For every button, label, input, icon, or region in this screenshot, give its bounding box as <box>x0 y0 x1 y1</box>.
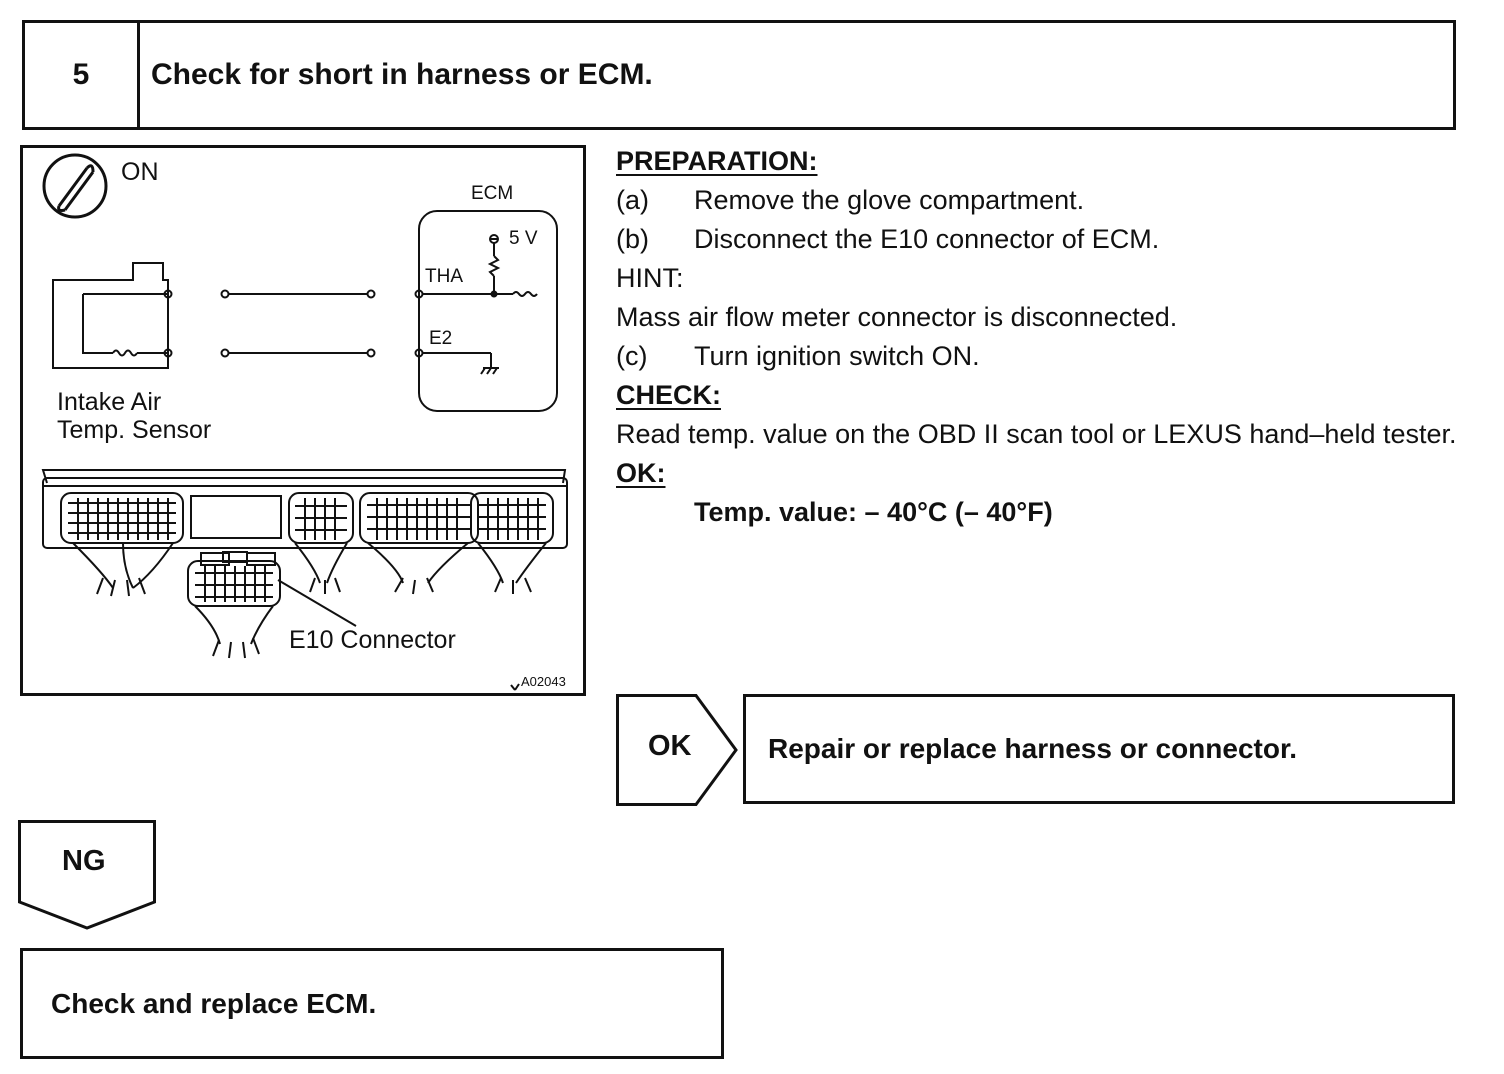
ecm-box <box>418 210 558 412</box>
ok-value: Temp. value: – 40°C (– 40°F) <box>694 497 1053 527</box>
ng-label: NG <box>62 845 106 877</box>
step-b-letter: (b) <box>616 224 649 254</box>
sensor-body <box>52 262 169 369</box>
sensor-label-line1: Intake Air <box>57 388 162 416</box>
check-text: Read temp. value on the OBD II scan tool… <box>616 419 1457 449</box>
ignition-state-label: ON <box>121 158 159 186</box>
e10-connector-label: E10 Connector <box>289 626 456 654</box>
ok-result-text: Repair or replace harness or connector. <box>768 733 1298 764</box>
ecm-label: ECM <box>471 183 514 204</box>
step-c: (c) Turn ignition switch ON. <box>616 337 1466 376</box>
e2-label: E2 <box>429 328 453 349</box>
tha-label: THA <box>425 266 463 287</box>
instructions: PREPARATION: (a) Remove the glove compar… <box>616 142 1466 532</box>
ok-label: OK <box>648 730 692 762</box>
step-b-text: Disconnect the E10 connector of ECM. <box>694 224 1160 254</box>
ok-heading: OK: <box>616 458 666 488</box>
step-a-text: Remove the glove compartment. <box>694 185 1085 215</box>
step-header: 5 Check for short in harness or ECM. <box>22 20 1456 130</box>
ok-result-box: Repair or replace harness or connector. <box>743 694 1455 804</box>
step-number: 5 <box>25 23 140 127</box>
ng-result-box: Check and replace ECM. <box>20 948 724 1059</box>
hint-heading: HINT: <box>616 263 684 293</box>
step-a: (a) Remove the glove compartment. <box>616 181 1466 220</box>
step-title: Check for short in harness or ECM. <box>151 58 653 91</box>
step-a-letter: (a) <box>616 185 649 215</box>
e10-connector <box>187 560 281 607</box>
ng-arrow-shape <box>18 820 156 930</box>
step-c-text: Turn ignition switch ON. <box>694 341 980 371</box>
check-heading: CHECK: <box>616 380 721 410</box>
ignition-switch-icon <box>42 153 108 219</box>
preparation-heading: PREPARATION: <box>616 146 818 176</box>
hint-text: Mass air flow meter connector is disconn… <box>616 302 1178 332</box>
ecm-connector-block <box>41 469 567 484</box>
figure-code: A02043 <box>521 674 566 689</box>
wiring-diagram-drawing <box>41 153 568 691</box>
wiring-diagram: ON ECM 5 V THA E2 Intake Air Temp. Senso… <box>20 145 586 696</box>
ng-result-text: Check and replace ECM. <box>51 987 377 1019</box>
voltage-label: 5 V <box>509 228 538 249</box>
step-b: (b) Disconnect the E10 connector of ECM. <box>616 220 1466 259</box>
sensor-label-line2: Temp. Sensor <box>57 416 212 444</box>
step-c-letter: (c) <box>616 341 648 371</box>
ok-arrow-shape <box>616 694 738 806</box>
